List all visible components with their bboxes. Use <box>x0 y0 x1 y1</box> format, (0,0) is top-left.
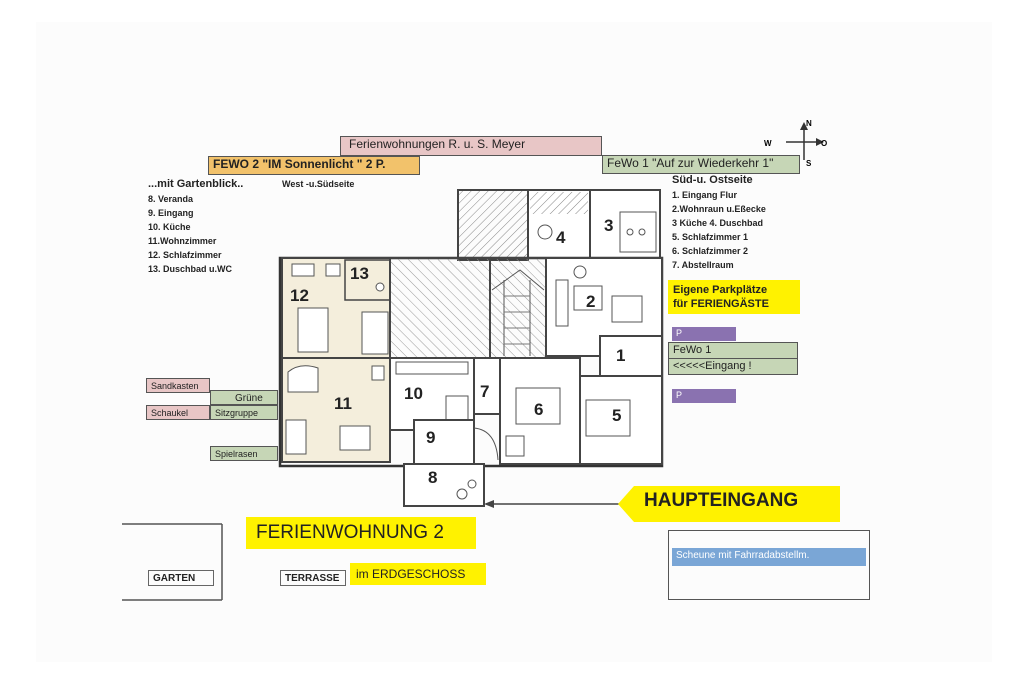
room-number: 7 <box>480 382 490 401</box>
room-9 <box>413 419 475 465</box>
compass-icon: N S W O <box>764 119 827 168</box>
room-8 <box>403 463 485 507</box>
barn-frame <box>668 530 870 600</box>
fewo1-entrance-arrow: <<<<<Eingang ! <box>668 358 798 375</box>
owner-title: Ferienwohnungen R. u. S. Meyer <box>340 136 602 156</box>
central-hatched <box>389 257 491 359</box>
fewo2-title: FEWO 2 "IM Sonnenlicht " 2 P. <box>208 156 420 175</box>
main-entrance-label: HAUPTEINGANG <box>644 490 799 511</box>
left-room-list: 8. Veranda 9. Eingang 10. Küche 11.Wohnz… <box>148 192 232 276</box>
room-number: 8 <box>428 468 438 487</box>
list-item: 9. Eingang <box>148 208 194 218</box>
room-1 <box>599 335 663 377</box>
right-list-heading: Süd-u. Ostseite <box>672 174 753 186</box>
list-item: 12. Schlafzimmer <box>148 250 222 260</box>
garden-sitzgruppe: Sitzgruppe <box>210 405 278 420</box>
room-number: 3 <box>604 216 614 235</box>
compass-w: W <box>764 139 772 148</box>
list-item: 5. Schlafzimmer 1 <box>672 232 749 242</box>
garden-spielrasen: Spielrasen <box>210 446 278 461</box>
room-number: 2 <box>586 292 596 311</box>
room-5 <box>579 375 663 465</box>
floor-label: im ERDGESCHOSS <box>350 563 486 585</box>
room-3 <box>589 189 661 259</box>
compass-o: O <box>821 139 827 148</box>
staircase <box>489 257 547 359</box>
room-number: 6 <box>534 400 544 419</box>
room-6 <box>499 357 581 465</box>
room-number: 4 <box>556 228 566 247</box>
room-number: 12 <box>290 286 309 305</box>
list-item: 6. Schlafzimmer 2 <box>672 246 749 256</box>
room-7 <box>473 357 501 415</box>
list-item: 3 Küche 4. Duschbad <box>672 218 764 228</box>
room-number: 1 <box>616 346 626 365</box>
left-list-orientation: West -u.Südseite <box>282 179 355 189</box>
room-number: 5 <box>612 406 622 425</box>
parking-note: Eigene Parkplätze für FERIENGÄSTE <box>668 280 800 314</box>
barn-label: Scheune mit Fahrradabstellm. <box>672 548 866 566</box>
list-item: 7. Abstellraum <box>672 260 734 270</box>
compass-n: N <box>806 119 812 128</box>
list-item: 10. Küche <box>148 222 191 232</box>
list-item: 11.Wohnzimmer <box>148 236 217 246</box>
terrasse-label: TERRASSE <box>280 570 346 586</box>
courtyard-upper <box>457 189 529 261</box>
list-item: 8. Veranda <box>148 194 194 204</box>
garden-sandkasten: Sandkasten <box>146 378 210 393</box>
list-item: 1. Eingang Flur <box>672 190 738 200</box>
room-number: 11 <box>334 394 352 413</box>
room-number: 13 <box>350 264 369 283</box>
main-entrance-arrow <box>618 486 840 522</box>
room-number: 9 <box>426 428 436 447</box>
parking-line2: für FERIENGÄSTE <box>673 298 769 310</box>
apartment-label: FERIENWOHNUNG 2 <box>246 517 476 549</box>
garden-schaukel: Schaukel <box>146 405 210 420</box>
list-item: 13. Duschbad u.WC <box>148 264 233 274</box>
garden-gruene: Grüne <box>210 390 278 405</box>
fewo1-title: FeWo 1 "Auf zur Wiederkehr 1" <box>602 155 800 174</box>
compass-s: S <box>806 159 812 168</box>
garten-label: GARTEN <box>148 570 214 586</box>
parking-p1: P <box>672 327 736 341</box>
parking-line1: Eigene Parkplätze <box>673 284 768 296</box>
left-list-heading: ...mit Gartenblick.. <box>148 178 244 190</box>
list-item: 2.Wohnraun u.Eßecke <box>672 204 766 214</box>
parking-p2: P <box>672 389 736 403</box>
right-room-list: 1. Eingang Flur 2.Wohnraun u.Eßecke 3 Kü… <box>672 188 766 272</box>
room-number: 10 <box>404 384 423 403</box>
